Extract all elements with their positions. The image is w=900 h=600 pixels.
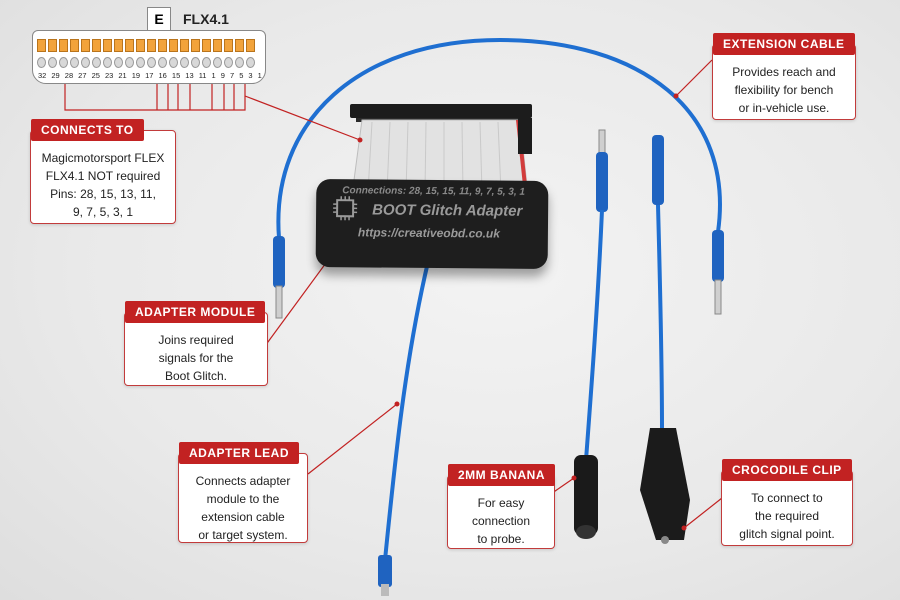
callout-body: Magicmotorsport FLEX FLX4.1 NOT required…	[41, 151, 165, 219]
pin-number: 28	[64, 71, 74, 80]
pin-number: 16	[158, 71, 167, 80]
callout-title: CROCODILE CLIP	[722, 459, 852, 481]
croc-lead	[640, 135, 690, 544]
module-title: BOOT Glitch Adapter	[372, 201, 523, 220]
pin-number: 1	[257, 71, 262, 80]
pin-number: 13	[185, 71, 194, 80]
callout-body: To connect to the required glitch signal…	[739, 491, 835, 541]
chip-icon	[333, 196, 358, 221]
connector-pins-bottom	[37, 57, 255, 68]
connector-pins-top	[37, 39, 255, 52]
callout-body: For easy connection to probe.	[471, 496, 531, 546]
callout-banana: 2MM BANANA For easy connection to probe.	[447, 464, 555, 549]
pin-number: 11	[198, 71, 207, 80]
callout-body: Provides reach and flexibility for bench…	[732, 65, 836, 115]
ribbon-cable	[350, 104, 532, 196]
callout-adapter-module: ADAPTER MODULE Joins required signals fo…	[124, 301, 268, 386]
pin-number: 25	[91, 71, 100, 80]
callout-title: 2MM BANANA	[448, 464, 555, 486]
pin-number: 15	[171, 71, 181, 80]
pin-number: 9	[220, 71, 225, 80]
callout-body: Connects adapter module to the extension…	[195, 474, 291, 542]
pin-number: 23	[104, 71, 114, 80]
adapter-module: Connections: 28, 15, 15, 11, 9, 7, 5, 3,…	[315, 178, 549, 270]
connector-pin-numbers: 32 29 28 27 25 23 21 19 17 16 15 13 11 1…	[38, 71, 262, 80]
connector-key-label: E	[147, 7, 171, 30]
pin-number: 5	[239, 71, 244, 80]
callout-title: CONNECTS TO	[31, 119, 144, 141]
pin-number: 32	[38, 71, 47, 80]
callout-adapter-lead: ADAPTER LEAD Connects adapter module to …	[178, 442, 308, 543]
flx41-connector-diagram: E FLX4.1 32 29 28 27 25 23 21 19 17 16	[32, 7, 266, 84]
callout-extension-cable: EXTENSION CABLE Provides reach and flexi…	[712, 33, 856, 120]
banana-lead	[574, 129, 608, 539]
pin-number: 3	[248, 71, 253, 80]
pin-number: 29	[51, 71, 60, 80]
callout-title: EXTENSION CABLE	[713, 33, 855, 55]
callout-body: Joins required signals for the Boot Glit…	[158, 333, 234, 383]
extension-cable	[273, 37, 724, 319]
connector-title: FLX4.1	[183, 11, 229, 27]
pin-number: 1	[211, 71, 216, 80]
callout-title: ADAPTER MODULE	[125, 301, 266, 323]
module-connections-text: Connections: 28, 15, 15, 11, 9, 7, 5, 3,…	[342, 185, 526, 198]
pin-number: 7	[229, 71, 235, 80]
callout-croc: CROCODILE CLIP To connect to the require…	[721, 459, 853, 546]
pin-number: 19	[131, 71, 141, 80]
adapter-lead-cable	[378, 261, 430, 596]
pin-number: 27	[78, 71, 87, 80]
pin-number: 17	[145, 71, 154, 80]
pin-number: 21	[118, 71, 127, 80]
callout-title: ADAPTER LEAD	[179, 442, 300, 464]
module-url: https://creativeobd.co.uk	[357, 225, 501, 241]
callout-connects-to: CONNECTS TO Magicmotorsport FLEX FLX4.1 …	[30, 119, 176, 224]
